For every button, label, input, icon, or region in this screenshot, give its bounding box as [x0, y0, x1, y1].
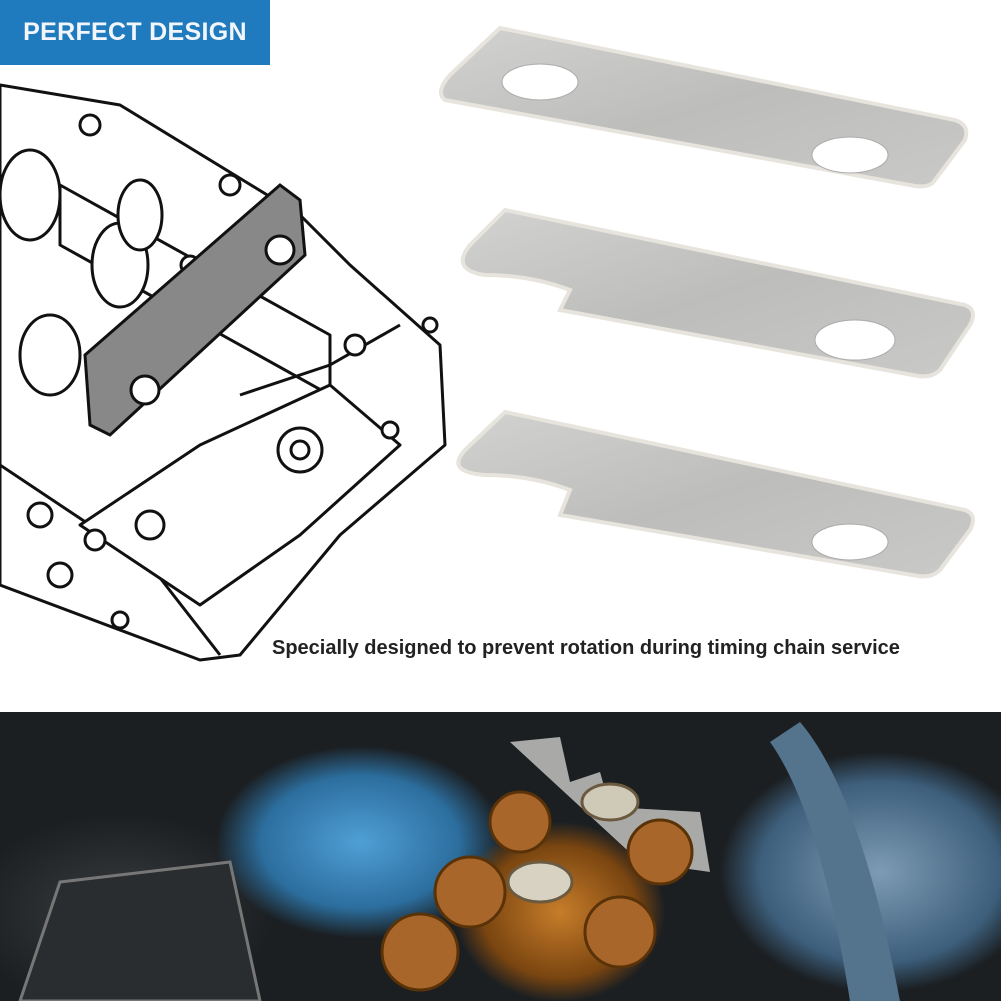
photo-details: [18, 722, 900, 1001]
plate-3: [456, 409, 976, 579]
plate-1: [439, 25, 969, 189]
engine-bay-photo: [0, 712, 1001, 1001]
holding-plates-image: [439, 25, 976, 579]
caption-text: Specially designed to prevent rotation d…: [272, 637, 900, 659]
plate-2: [460, 207, 976, 379]
engine-drawing-image: [0, 83, 447, 662]
tool-plate-in-drawing: [83, 183, 307, 437]
perfect-design-banner: PERFECT DESIGN: [0, 0, 270, 65]
banner-label: PERFECT DESIGN: [23, 18, 247, 46]
